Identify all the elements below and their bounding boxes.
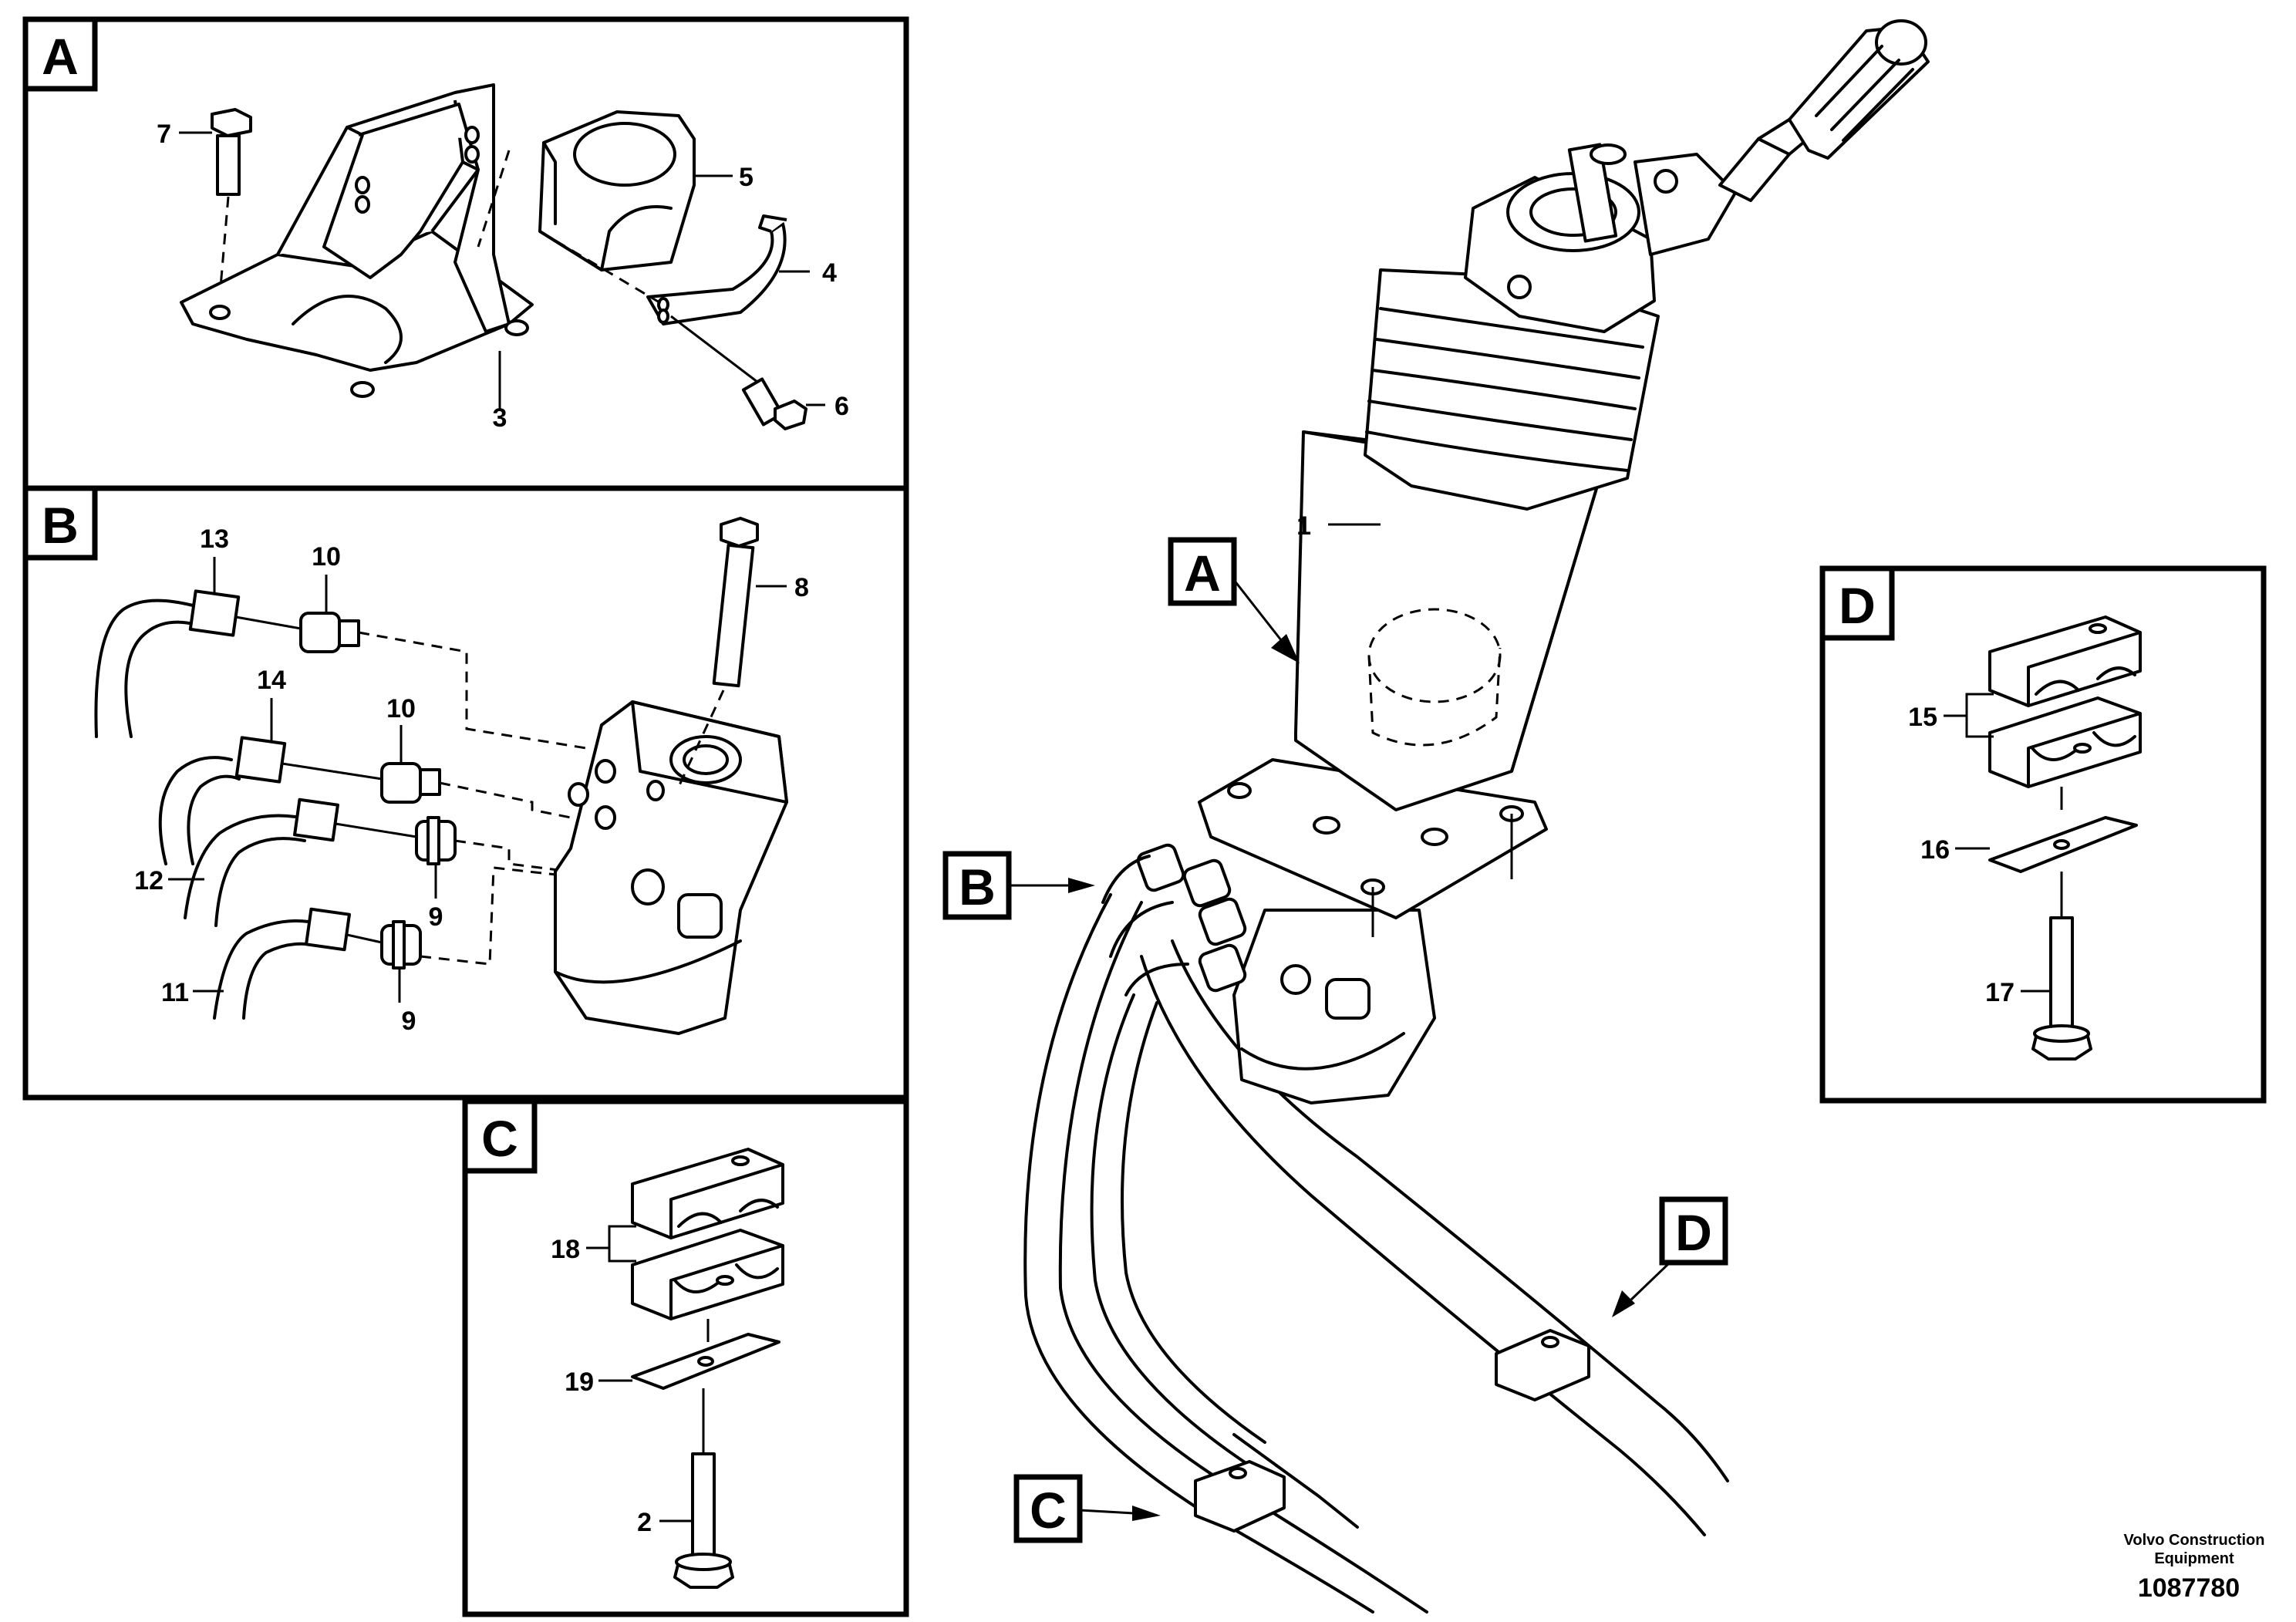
view-tag-c: C: [1013, 1474, 1161, 1543]
callout-15: 15: [1908, 703, 1937, 732]
view-tag-a: A: [1168, 537, 1300, 663]
panel-d-parts: [1944, 615, 2142, 1061]
callout-10-lower: 10: [386, 694, 416, 723]
panel-d: D: [1819, 565, 2267, 1104]
view-tag-c-letter: C: [1030, 1482, 1067, 1539]
rubber-bushing-5: [538, 110, 696, 271]
callout-2: 2: [637, 1508, 652, 1537]
hose-11: [213, 907, 351, 1020]
clamp-half-bottom-15: [1988, 696, 2142, 788]
callout-3: 3: [493, 403, 507, 433]
callout-4: 4: [822, 258, 837, 288]
panel-c: C: [462, 1098, 909, 1617]
clamp-half-top-15: [1988, 615, 2142, 707]
callout-10-upper: 10: [312, 542, 341, 572]
bolt-2: [673, 1452, 734, 1589]
callout-6: 6: [834, 392, 849, 421]
callout-labels: 1 2 3 4 5 6 7 8 9 9 10 10 11 12 13 14 15…: [134, 120, 2014, 1537]
panel-b: B: [22, 485, 909, 1101]
bolt-17: [2031, 916, 2092, 1061]
clamp-4: [646, 214, 787, 325]
brand-line-1: Volvo Construction: [2124, 1532, 2265, 1549]
callout-7: 7: [157, 120, 171, 149]
hose-13: [94, 589, 241, 738]
adapter-9-mid: [415, 816, 457, 865]
hose-fittings: [1101, 843, 1247, 996]
adapter-10-top: [299, 612, 360, 653]
view-tag-d-letter: D: [1675, 1204, 1712, 1261]
footer: Volvo Construction Equipment 1087780: [2124, 1532, 2265, 1603]
callout-5: 5: [739, 163, 754, 192]
rubber-boot: [1364, 268, 1660, 511]
view-tag-a-letter: A: [1184, 545, 1221, 602]
joystick-lever: [1718, 19, 1930, 202]
view-tag-b: B: [942, 851, 1095, 920]
view-tag-d: D: [1612, 1196, 1728, 1317]
callout-14: 14: [257, 666, 286, 695]
callout-17: 17: [1985, 978, 2014, 1007]
hose-clamp-d: [1495, 1329, 1590, 1401]
callout-1: 1: [1296, 511, 1311, 541]
callout-16: 16: [1920, 835, 1950, 865]
spacer-plate-16: [1988, 816, 2138, 873]
control-head: [1464, 143, 1737, 333]
bolt-6: [741, 377, 807, 430]
hose-clamp-c: [1194, 1460, 1286, 1533]
callout-8: 8: [794, 573, 809, 602]
adapter-9-low: [380, 920, 422, 969]
panel-c-parts: [586, 1148, 784, 1589]
hose-12-second: [184, 798, 339, 927]
callout-13: 13: [200, 524, 229, 554]
panel-d-letter: D: [1839, 577, 1876, 634]
panel-b-letter: B: [42, 497, 79, 554]
callout-12: 12: [134, 866, 164, 895]
clamp-half-top-18: [631, 1148, 784, 1239]
bolt-7: [211, 108, 252, 305]
steering-valve: [554, 700, 788, 1035]
drawing-number: 1087780: [2138, 1573, 2240, 1603]
bolt-8: [677, 517, 759, 787]
callout-9-lower: 9: [402, 1007, 416, 1036]
callout-11: 11: [161, 978, 189, 1007]
mounting-flange: [1198, 758, 1548, 937]
main-valve-body: [1232, 909, 1436, 1104]
panel-c-letter: C: [481, 1110, 518, 1167]
brand-line-2: Equipment: [2154, 1550, 2234, 1567]
clamp-half-bottom-18: [631, 1229, 784, 1320]
hose-bundle: [1023, 893, 1729, 1614]
bracket-3: [180, 83, 534, 409]
main-assembly: [1023, 19, 1930, 1614]
callout-19: 19: [565, 1367, 594, 1397]
panel-a-parts: [179, 83, 825, 430]
panel-a-letter: A: [42, 28, 79, 85]
adapter-10-mid: [380, 762, 441, 804]
callout-9-upper: 9: [429, 902, 443, 932]
spacer-plate-19: [631, 1333, 781, 1390]
hose-12: [158, 736, 287, 865]
panel-b-parts: [94, 517, 788, 1035]
callout-18: 18: [551, 1235, 580, 1264]
view-tag-b-letter: B: [959, 858, 996, 916]
